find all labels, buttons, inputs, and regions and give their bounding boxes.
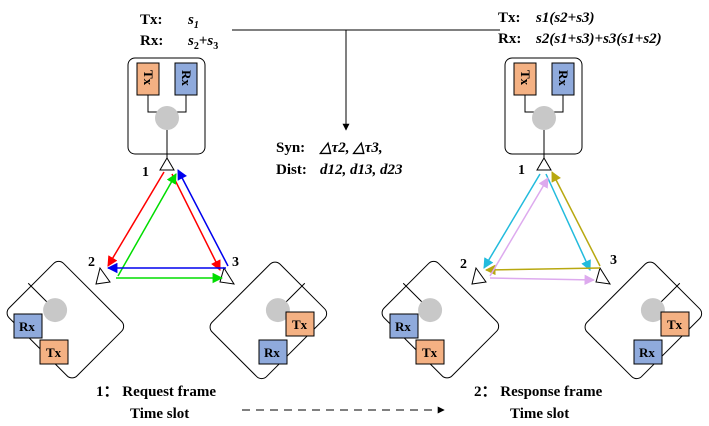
right-link-cyan-1to3 — [545, 173, 591, 271]
right-link-olive-3to1 — [551, 171, 601, 267]
left-caption-line1: 1： Request frame — [96, 384, 216, 400]
left-node2-antenna — [95, 266, 111, 285]
left-rx-plus: + — [199, 33, 208, 49]
right-node3-antenna — [595, 266, 611, 285]
right-node1-tx-text: Tx — [518, 70, 533, 86]
right-link-olive-3to2 — [484, 264, 601, 276]
right-node2-tx-box — [415, 339, 445, 365]
left-node1-antenna — [159, 157, 175, 171]
sync-distance-block: Syn: △τ2, △τ3, Dist: d12, d13, d23 — [276, 140, 403, 178]
left-node1-circulator — [155, 106, 179, 130]
right-rx-value: s2(s1+s3)+s3(s1+s2) — [535, 31, 662, 47]
left-caption-line2: Time slot — [130, 406, 189, 422]
right-node3-rx-box — [633, 339, 663, 365]
left-rx-s2: s — [187, 33, 194, 49]
left-node2-tx-text: Tx — [46, 345, 62, 360]
right-tx-value: s1(s2+s3) — [535, 10, 595, 26]
right-node2-rx-text: Rx — [395, 319, 411, 334]
left-node2-rx-box — [13, 313, 43, 339]
left-node3-tx-box — [285, 311, 315, 337]
left-node1-box: Tx Rx — [127, 57, 206, 171]
right-node3-tx-text: Tx — [667, 317, 683, 332]
left-node2-number: 2 — [88, 255, 95, 270]
right-node2-box — [381, 260, 500, 379]
syn-label: Syn: — [276, 140, 305, 156]
right-caption-line2: Time slot — [510, 406, 569, 422]
right-link-cyan-1to2 — [483, 173, 541, 269]
left-node3-tx-text: Tx — [292, 317, 308, 332]
left-link-blue-3to1 — [177, 169, 229, 267]
right-node3-box — [584, 261, 703, 380]
left-rx-value: s2+s3 — [187, 33, 218, 52]
left-rx-sub2: 2 — [194, 41, 199, 52]
left-node3-box — [209, 261, 328, 380]
right-caption-line1: 2： Response frame — [474, 384, 603, 400]
right-link-pink-2to3 — [489, 274, 596, 286]
dist-label: Dist: — [276, 162, 307, 178]
right-tx-label: Tx: — [498, 10, 521, 26]
right-node2-rx-box — [389, 313, 419, 339]
left-link-red-1to2 — [107, 171, 165, 267]
right-node3-tx-box — [660, 311, 690, 337]
left-tx-s: s — [187, 12, 194, 28]
left-tx-sub: 1 — [194, 20, 199, 31]
left-node3-number: 3 — [232, 255, 239, 270]
left-node1-number: 1 — [142, 165, 149, 180]
right-node2-antenna — [471, 266, 487, 285]
left-rx-label: Rx: — [140, 33, 163, 49]
left-node3-rx-box — [258, 339, 288, 365]
syn-values: △τ2, △τ3, — [318, 140, 383, 156]
left-node2-rx-text: Rx — [19, 319, 35, 334]
left-node3-antenna — [219, 266, 235, 285]
left-node2-tx-box — [39, 339, 69, 365]
right-node2-tx-text: Tx — [422, 345, 438, 360]
left-node3-rx-text: Rx — [264, 345, 280, 360]
dist-values: d12, d13, d23 — [320, 162, 403, 178]
left-rx-s3: s — [206, 33, 213, 49]
left-node2-box — [6, 260, 125, 379]
left-rx-sub3: 3 — [213, 41, 218, 52]
left-tx-rx-label: Tx: s1 Rx: s2+s3 — [140, 12, 218, 52]
right-node2-number: 2 — [460, 257, 467, 272]
right-node1-antenna — [536, 157, 552, 171]
right-node3-rx-text: Rx — [639, 345, 655, 360]
right-node1-box: Tx Rx — [504, 57, 583, 171]
left-link-red-1to3 — [171, 173, 221, 271]
left-tx-value: s1 — [187, 12, 199, 31]
right-node1-rx-text: Rx — [556, 70, 571, 86]
right-node3-number: 3 — [610, 253, 617, 268]
right-tx-rx-label: Tx: s1(s2+s3) Rx: s2(s1+s3)+s3(s1+s2) — [498, 10, 662, 47]
left-node1-tx-text: Tx — [141, 70, 156, 86]
right-node1-circulator — [532, 106, 556, 130]
right-node1-number: 1 — [518, 163, 525, 178]
right-rx-label: Rx: — [498, 31, 521, 47]
left-link-green-2to1 — [117, 173, 177, 277]
right-link-pink-2to1 — [489, 177, 549, 277]
left-node1-rx-text: Rx — [179, 70, 194, 86]
left-tx-label: Tx: — [140, 12, 163, 28]
